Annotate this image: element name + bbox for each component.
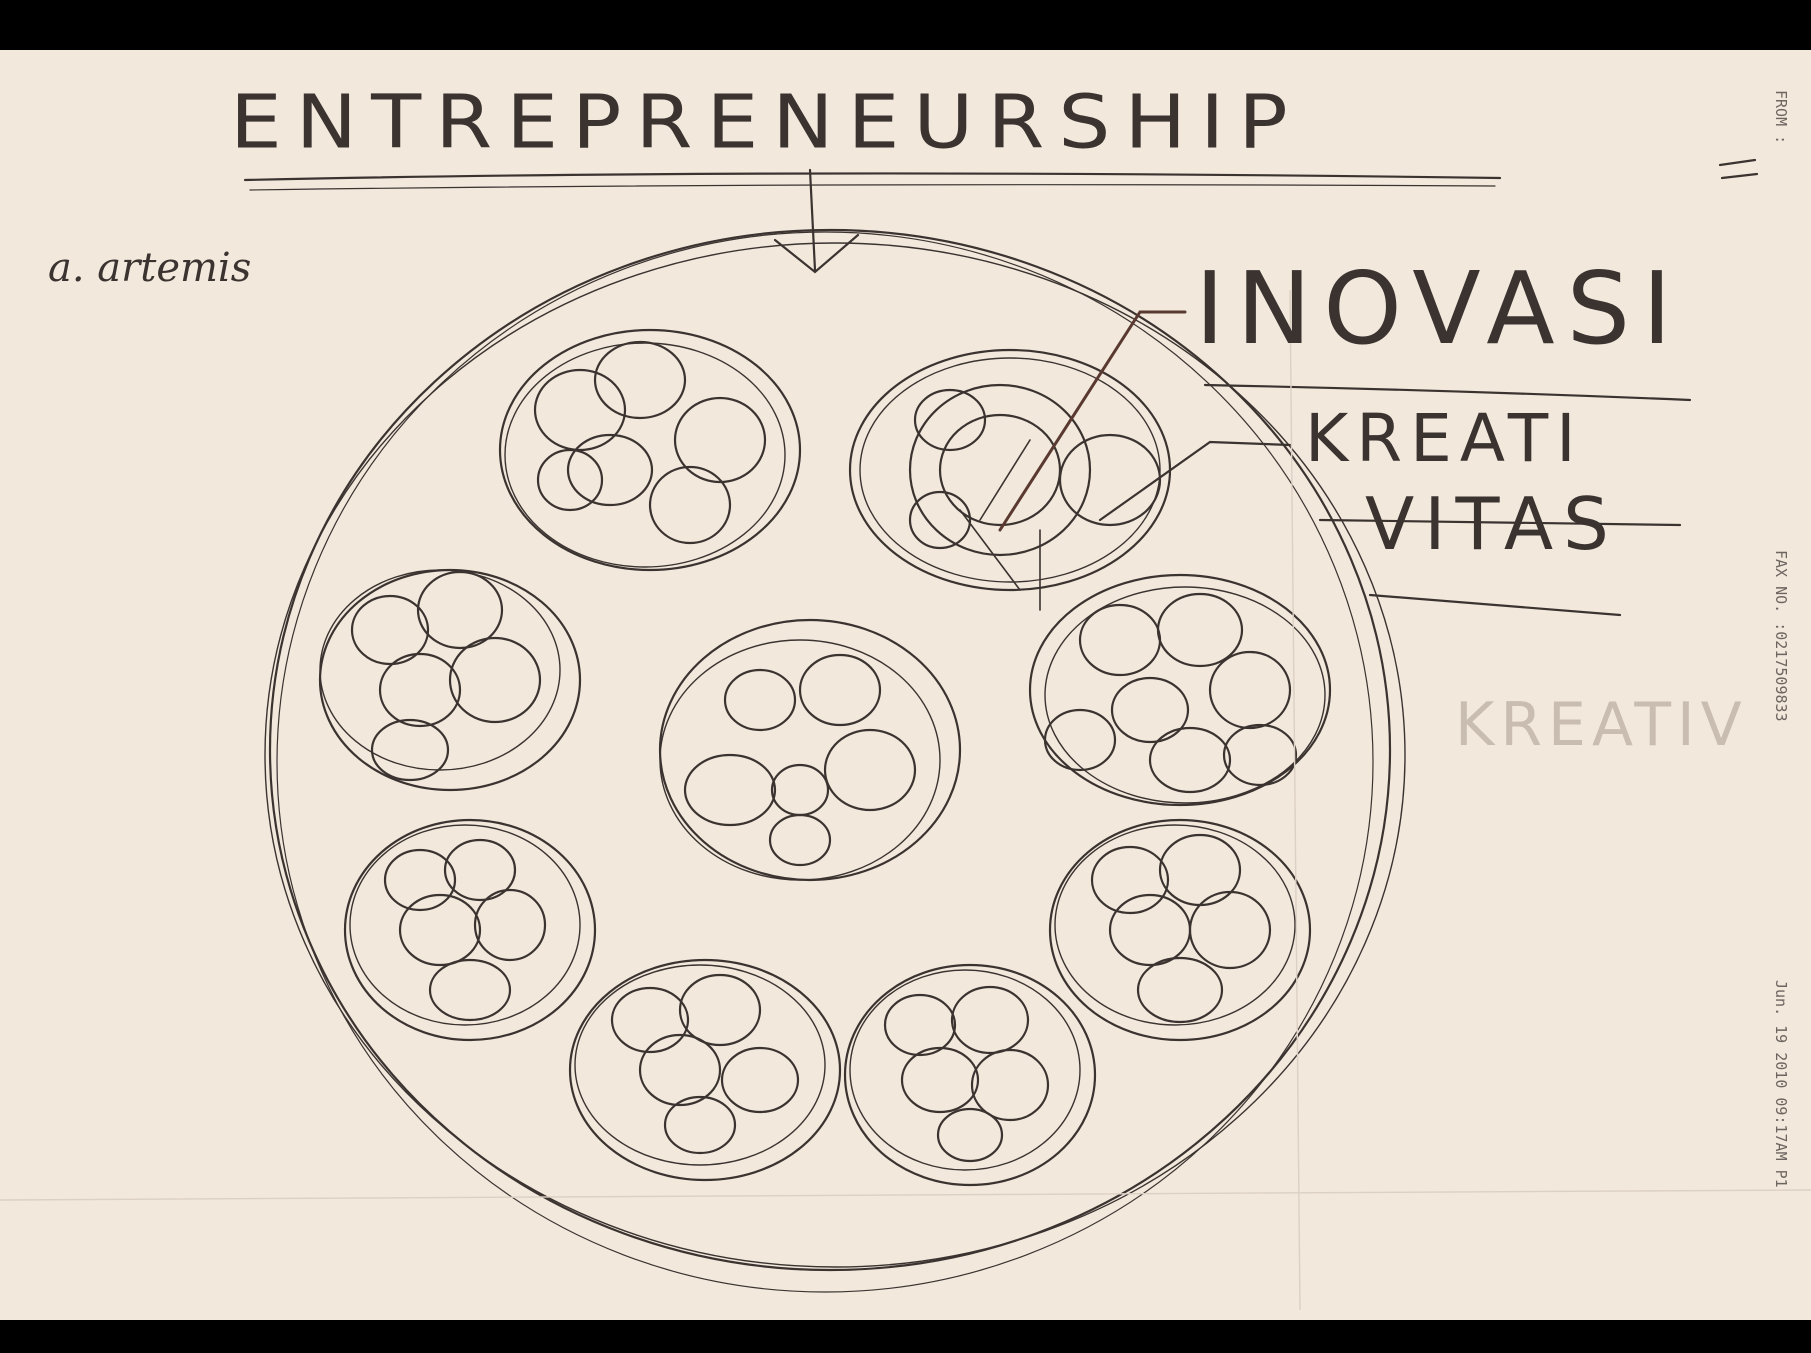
- title-text: ENTREPRENEURSHIP: [230, 80, 1302, 166]
- vitas-underline: [1370, 595, 1620, 615]
- cluster-bottom-right: [1050, 820, 1310, 1040]
- sketch-drawing: [0, 50, 1811, 1320]
- signature: a. artemis: [48, 245, 251, 291]
- fax-number: FAX NO. :0217509833: [1772, 550, 1790, 722]
- cluster-top-right: [850, 350, 1170, 590]
- fax-paper: ENTREPRENEURSHIP a. artemis INOVASI KREA…: [0, 50, 1811, 1320]
- cluster-bottom-left: [345, 820, 595, 1040]
- cluster-center: [660, 620, 960, 880]
- cluster-bottom-center-right: [845, 965, 1095, 1185]
- cluster-right: [1030, 575, 1330, 805]
- fax-from: FROM :: [1772, 90, 1790, 144]
- label-kreativ-faint: KREATIV: [1455, 690, 1748, 760]
- kreati-pointer: [1100, 442, 1290, 520]
- cluster-top-left: [500, 330, 800, 570]
- label-kreati: KREATI: [1305, 400, 1584, 477]
- fax-date: Jun. 19 2010 09:17AM P1: [1772, 980, 1790, 1188]
- cluster-left: [320, 570, 580, 790]
- label-vitas: VITAS: [1365, 482, 1619, 566]
- cluster-bottom-center-left: [570, 960, 840, 1180]
- inovasi-underline: [1205, 385, 1690, 400]
- title-underline: [245, 173, 1500, 180]
- label-inovasi: INOVASI: [1195, 250, 1684, 367]
